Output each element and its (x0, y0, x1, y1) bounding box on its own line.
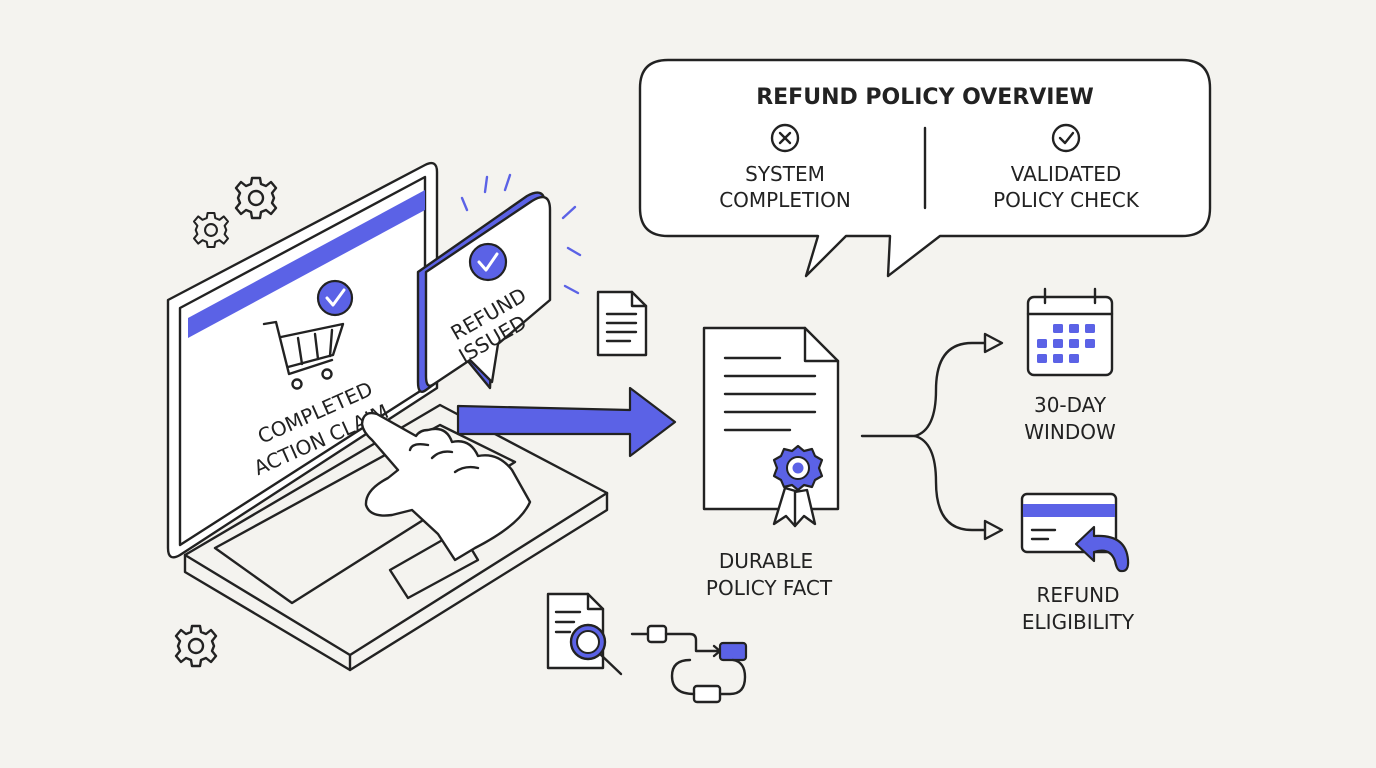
workflow-icon (630, 624, 748, 704)
arrowhead-icon (983, 332, 1004, 354)
keyboard-area (213, 423, 517, 605)
system-completion-line2: COMPLETION (719, 188, 851, 212)
check-circle-icon (1051, 123, 1081, 153)
return-arrow-icon (1074, 525, 1130, 573)
refund-issued-bubble: REFUND ISSUED (416, 173, 582, 393)
shopping-cart-icon (262, 320, 345, 390)
policy-overview-callout: REFUND POLICY OVERVIEW SYSTEM COMPLETION… (638, 58, 1212, 278)
system-completion-line1: SYSTEM (745, 162, 825, 186)
policy-fact-line2: POLICY FACT (706, 576, 833, 600)
validated-policy-line2: POLICY CHECK (993, 188, 1140, 212)
policy-certificate (702, 326, 840, 528)
arrowhead-icon (983, 519, 1004, 541)
window-label-line1: 30-DAY (1034, 393, 1107, 417)
check-badge-icon (316, 279, 354, 317)
branch-connector (860, 332, 1004, 541)
pointing-hand-icon (360, 411, 532, 562)
sparkle-lines (460, 173, 582, 295)
award-ribbon-icon (772, 444, 824, 528)
eligibility-label-line1: REFUND (1036, 583, 1119, 607)
gear-icon (174, 624, 218, 668)
trackpad (388, 528, 480, 600)
policy-fact-line1: DURABLE (719, 549, 813, 573)
validated-policy-line1: VALIDATED (1011, 162, 1122, 186)
calendar-icon (1026, 287, 1114, 377)
check-badge-icon (468, 242, 508, 282)
document-search-icon (546, 592, 623, 676)
x-circle-icon (770, 123, 800, 153)
bubble-body (424, 195, 552, 387)
gear-icon (192, 211, 230, 249)
document-icon (596, 290, 648, 357)
overview-title: REFUND POLICY OVERVIEW (756, 85, 1094, 110)
window-label-line2: WINDOW (1024, 420, 1116, 444)
certificate-page (702, 326, 840, 511)
flow-arrow (456, 386, 677, 458)
gear-icon (234, 176, 278, 220)
screen-title-bar (188, 190, 425, 338)
eligibility-label-line2: ELIGIBILITY (1022, 610, 1135, 634)
